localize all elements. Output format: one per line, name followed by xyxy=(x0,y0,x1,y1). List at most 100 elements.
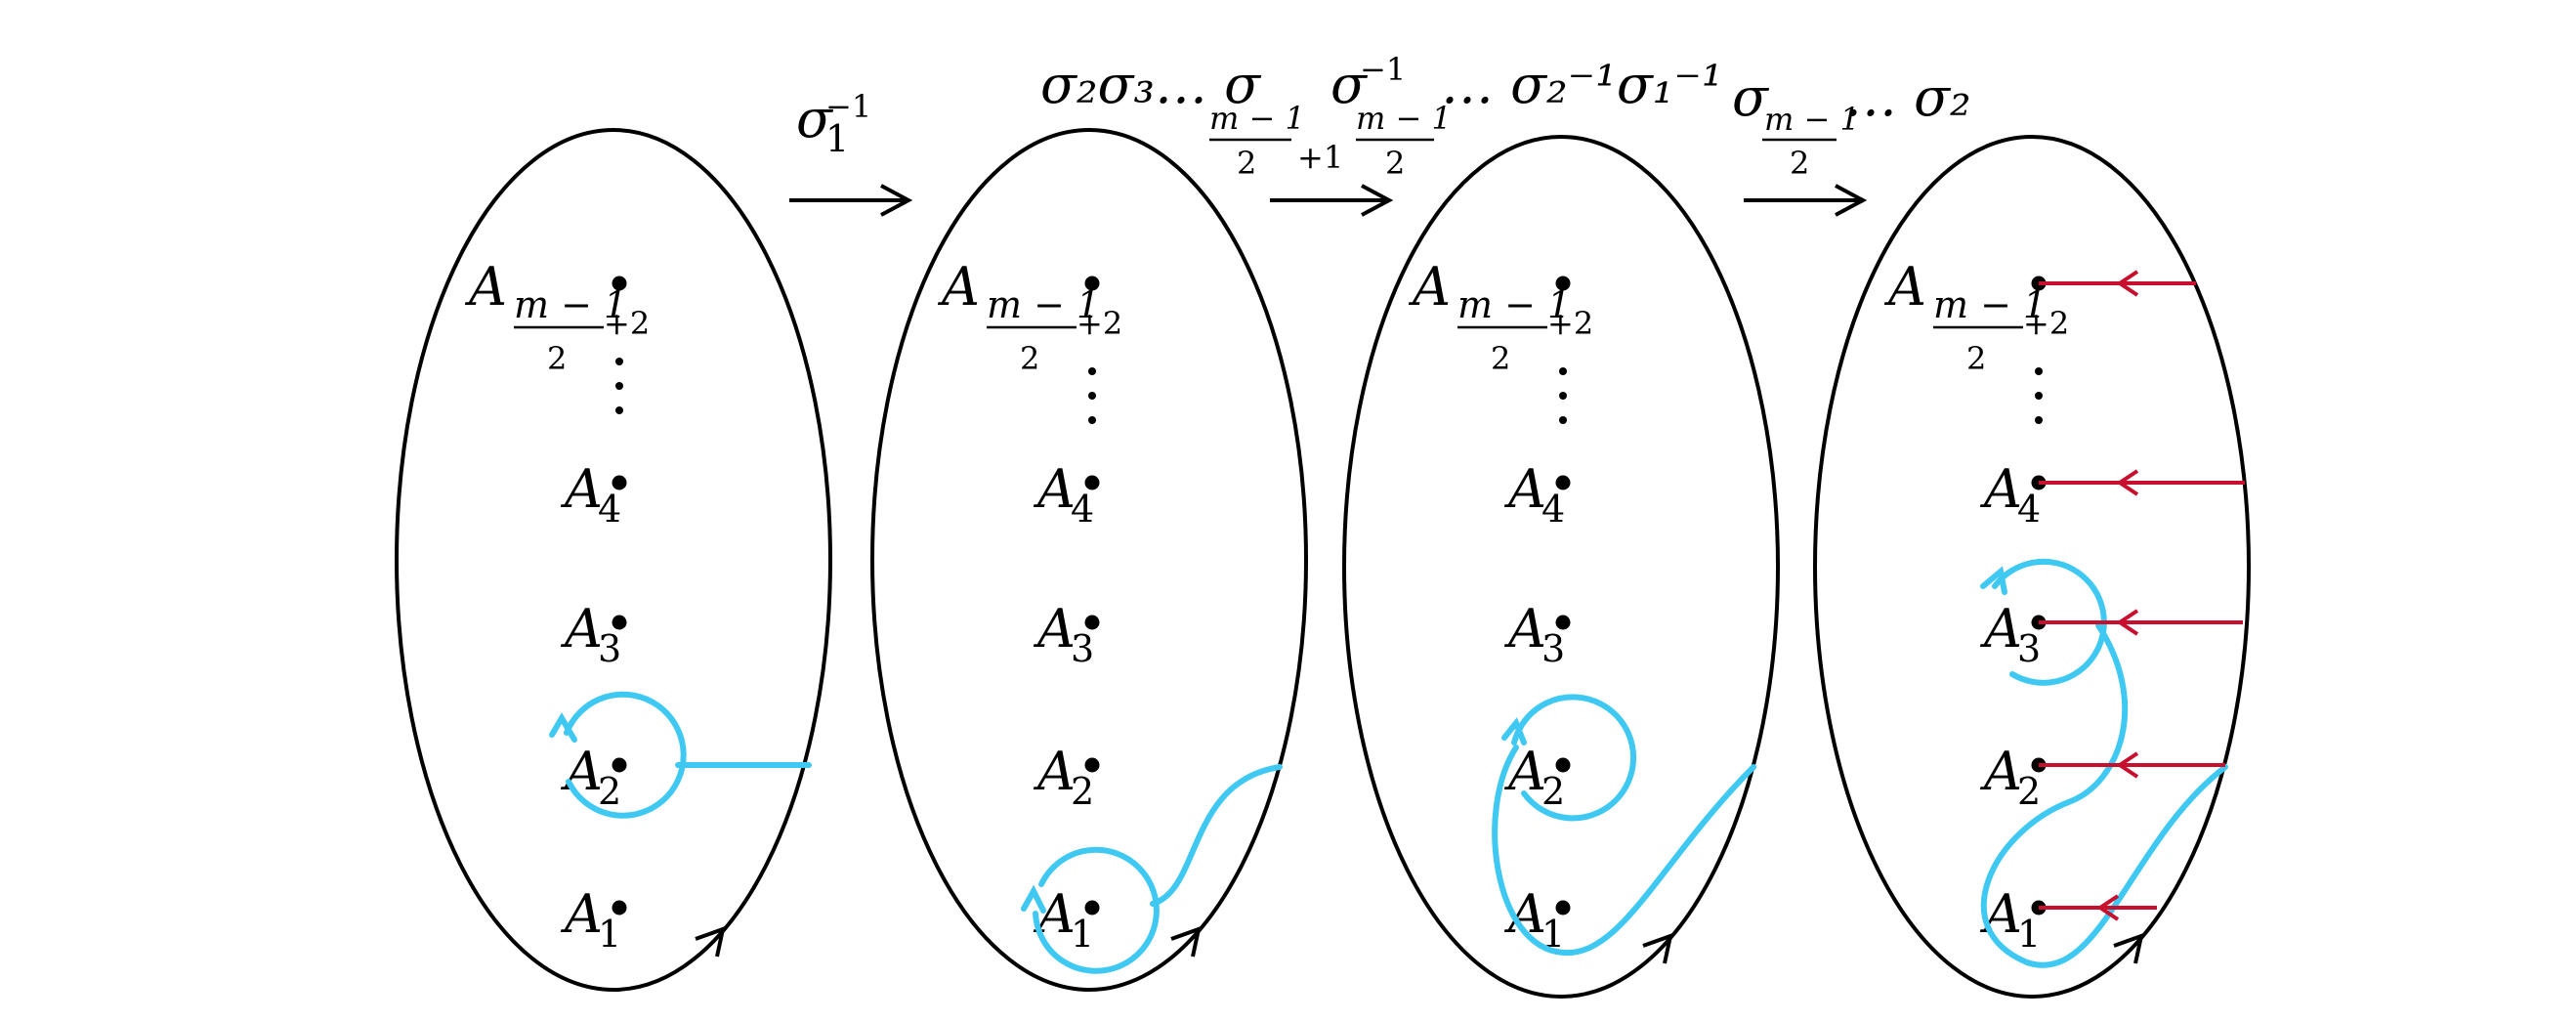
curve-loop-a3-p4 xyxy=(1992,558,2107,686)
label-a-top-tail: +2 xyxy=(604,305,650,342)
label-a3-sub: 3 xyxy=(1071,627,1094,670)
ellipsis-dot xyxy=(615,358,623,365)
label-a3: A xyxy=(1979,598,2022,660)
disk-boundary xyxy=(1342,135,1780,999)
red-arc-arrowhead xyxy=(2116,609,2139,636)
label-a-top: A xyxy=(937,256,980,318)
label-a4-sub: 4 xyxy=(598,488,621,531)
label-a3: A xyxy=(560,598,603,660)
label-a3-sub: 3 xyxy=(1541,627,1565,670)
label-a3-sub: 3 xyxy=(598,627,621,670)
ellipsis-dot xyxy=(615,382,623,390)
curve-loop-a1 xyxy=(1033,846,1160,974)
arrow-1-sub: 1 xyxy=(825,117,849,160)
label-a4-sub: 4 xyxy=(2017,488,2041,531)
ellipsis-dot xyxy=(1088,416,1096,424)
orientation-arrowhead xyxy=(695,925,726,958)
label-a3-sub: 3 xyxy=(2017,627,2041,670)
label-a-top-tail: +2 xyxy=(2023,305,2069,342)
label-a1-sub: 1 xyxy=(598,913,621,956)
curve-tail-p4 xyxy=(1980,622,2228,968)
label-a4: A xyxy=(1979,458,2022,520)
label-a-top-frac-num: m − 1 xyxy=(514,283,627,326)
arrow-2-mid-frac-num: m − 1 xyxy=(1356,100,1452,137)
curve-arrowhead-p1 xyxy=(549,712,577,743)
arrow-2-frac-den: 2 xyxy=(1237,145,1256,182)
label-a2: A xyxy=(1979,741,2022,802)
label-a-top-frac-num: m − 1 xyxy=(1457,283,1571,326)
label-a-top-frac-num: m − 1 xyxy=(987,283,1100,326)
label-a2: A xyxy=(1033,741,1076,802)
label-a3: A xyxy=(1503,598,1546,660)
label-a-top: A xyxy=(464,256,507,318)
arrow-2-prefix: σ₂σ₃… σ xyxy=(1040,54,1262,115)
orientation-arrowhead xyxy=(1170,925,1202,958)
arrow-2-mid: σ xyxy=(1330,54,1369,115)
label-a-top-tail: +2 xyxy=(1547,305,1593,342)
ellipsis-dot xyxy=(1088,392,1096,400)
label-a-top-frac-num: m − 1 xyxy=(1933,283,2047,326)
red-arc-arrowhead xyxy=(2096,894,2120,921)
label-a1-sub: 1 xyxy=(2017,913,2041,956)
curve-loop-a2-p3 xyxy=(1511,694,1637,822)
label-a2-sub: 2 xyxy=(1071,770,1094,813)
label-a4-sub: 4 xyxy=(1071,488,1094,531)
label-a2-sub: 2 xyxy=(2017,770,2041,813)
arrow-2-frac-tail: +1 xyxy=(1297,139,1343,176)
curve-arrowhead-p4 xyxy=(1980,566,2007,595)
transition-arrow-1: σ 1 −1 xyxy=(789,88,913,217)
transition-arrow-2: σ₂σ₃… σ m − 1 2 +1 σ −1 m − 1 2 … σ₂⁻¹σ₁… xyxy=(1040,51,1722,217)
label-a-top-frac-den: 2 xyxy=(1020,340,1039,377)
puncture-point xyxy=(612,615,627,630)
puncture-point xyxy=(1084,615,1100,630)
arrow-3-frac-num: m − 1 xyxy=(1764,101,1860,138)
arrow-2-frac-num: m − 1 xyxy=(1209,100,1305,137)
label-a2-sub: 2 xyxy=(598,770,621,813)
label-a2: A xyxy=(560,741,603,802)
puncture-point xyxy=(1084,900,1100,916)
ellipsis-dot xyxy=(1088,367,1096,375)
label-a-top-frac-den: 2 xyxy=(1491,340,1510,377)
ellipsis-dot xyxy=(615,406,623,414)
arrow-2-mid-frac-den: 2 xyxy=(1385,145,1405,182)
ellipsis-dot xyxy=(2035,416,2043,424)
puncture-point xyxy=(1084,757,1100,773)
curve-loop-a2 xyxy=(564,691,687,819)
puncture-point xyxy=(1555,615,1571,630)
red-arc-arrowhead xyxy=(2116,469,2139,496)
label-a-top-frac-den: 2 xyxy=(1966,340,1986,377)
arrow-1-sup: −1 xyxy=(825,88,871,125)
puncture-point xyxy=(1555,900,1571,916)
ellipsis-dot xyxy=(2035,392,2043,400)
arrow-2-suffix: … σ₂⁻¹σ₁⁻¹ xyxy=(1441,54,1722,115)
label-a1-sub: 1 xyxy=(1071,913,1094,956)
label-a-top: A xyxy=(1883,256,1926,318)
red-arc-arrowhead xyxy=(2116,270,2139,297)
puncture-point xyxy=(1555,475,1571,490)
puncture-point xyxy=(612,900,627,916)
label-a4-sub: 4 xyxy=(1541,488,1565,531)
puncture-point xyxy=(1084,475,1100,490)
curve-tail-p2 xyxy=(1150,764,1283,907)
label-a4: A xyxy=(560,458,603,520)
label-a-top: A xyxy=(1408,256,1451,318)
ellipsis-dot xyxy=(1559,367,1567,375)
red-arc-arrowhead xyxy=(2116,751,2139,779)
puncture-point xyxy=(612,757,627,773)
puncture-point xyxy=(1555,757,1571,773)
puncture-point xyxy=(612,276,627,291)
label-a2-sub: 2 xyxy=(1541,770,1565,813)
arrow-1-sigma: σ xyxy=(796,88,834,149)
arrow-3-suffix: … σ₂ xyxy=(1844,66,1971,128)
label-a-top-frac-den: 2 xyxy=(547,340,567,377)
puncture-point xyxy=(1555,276,1571,291)
label-a-top-tail: +2 xyxy=(1077,305,1122,342)
arrow-3-frac-den: 2 xyxy=(1790,145,1809,182)
curve-tail-p3 xyxy=(1492,745,1756,957)
ellipsis-dot xyxy=(2035,367,2043,375)
